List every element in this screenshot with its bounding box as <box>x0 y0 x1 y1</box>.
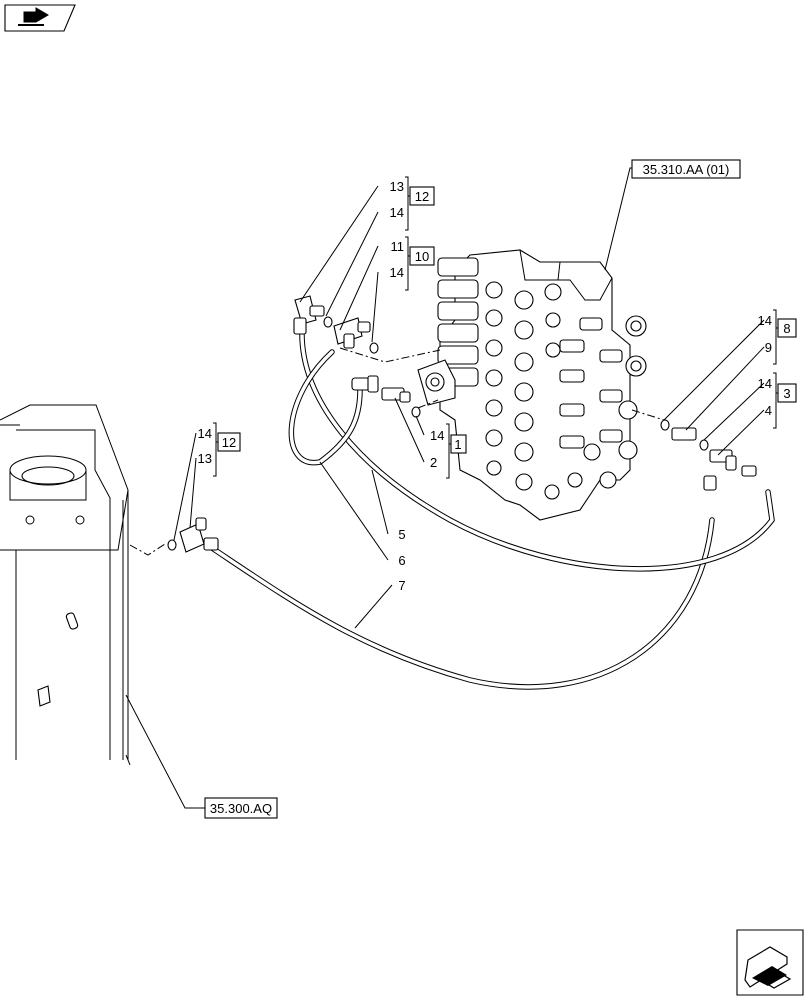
hose-6[interactable] <box>288 349 363 466</box>
o-ring-14-left[interactable] <box>167 539 177 551</box>
hose-end-6[interactable] <box>351 375 379 393</box>
callout-box-3: 3 <box>783 386 790 401</box>
hose-5[interactable] <box>299 327 775 572</box>
next-page-arrow-icon <box>744 946 792 989</box>
callout-box-10: 10 <box>415 249 429 264</box>
callout-14: 14 <box>198 426 212 441</box>
callout-9: 9 <box>765 340 772 355</box>
o-ring-14-tee[interactable] <box>369 342 379 354</box>
elbow-fitting-13-left[interactable] <box>179 517 219 553</box>
callout-box-1: 1 <box>454 437 461 452</box>
prev-page-button[interactable] <box>4 4 76 32</box>
callout-box-8: 8 <box>783 321 790 336</box>
adapter-9[interactable] <box>671 427 697 441</box>
valve-reference-box[interactable]: 35.310.AA (01) <box>631 159 741 179</box>
callout-group-3: 14 4 3 <box>758 372 797 429</box>
tee-fitting-11[interactable] <box>333 317 371 349</box>
valve-reference-label: 35.310.AA (01) <box>643 162 730 177</box>
tank-reference-label: 35.300.AQ <box>210 801 272 816</box>
tee-fitting-4[interactable] <box>703 449 757 491</box>
hydraulic-tank <box>0 404 131 766</box>
callout-group-8: 14 9 8 <box>758 309 797 365</box>
callout-5: 5 <box>398 527 405 542</box>
next-page-button[interactable] <box>736 929 804 996</box>
elbow-fitting-13-top[interactable] <box>293 295 325 335</box>
callout-6: 6 <box>398 553 405 568</box>
adapter-2[interactable] <box>381 387 411 403</box>
o-ring-14-center[interactable] <box>411 406 421 418</box>
callout-13: 13 <box>390 179 404 194</box>
o-ring-14-top[interactable] <box>323 316 333 328</box>
callout-14: 14 <box>758 376 772 391</box>
callout-14: 14 <box>430 428 444 443</box>
callout-7: 7 <box>398 578 405 593</box>
tank-reference-box[interactable]: 35.300.AQ <box>204 797 278 819</box>
callout-2: 2 <box>430 455 437 470</box>
hose-7[interactable] <box>209 517 715 690</box>
callout-14: 14 <box>390 205 404 220</box>
callout-group-1: 14 2 1 <box>430 423 467 479</box>
o-ring-14-right[interactable] <box>660 419 670 431</box>
callout-4: 4 <box>765 403 772 418</box>
callout-11: 11 <box>391 239 405 254</box>
callout-14: 14 <box>758 313 772 328</box>
callout-box-12: 12 <box>222 435 236 450</box>
callout-group-12-left: 14 13 12 <box>198 422 241 477</box>
prev-page-arrow-icon <box>18 7 49 26</box>
callout-13: 13 <box>198 451 212 466</box>
callout-group-12-top: 13 14 12 <box>390 176 435 231</box>
control-valve-block <box>417 249 647 521</box>
callout-14: 14 <box>390 265 404 280</box>
callout-box-12: 12 <box>415 189 429 204</box>
callout-group-10: 11 14 10 <box>390 236 435 291</box>
o-ring-14-right-2[interactable] <box>699 439 709 451</box>
